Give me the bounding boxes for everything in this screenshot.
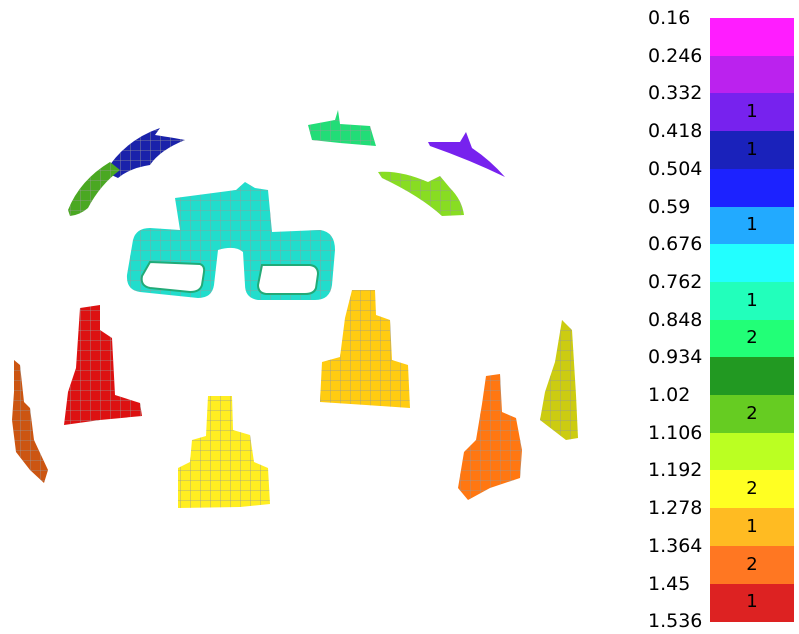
legend-tick-label: 0.762 bbox=[648, 270, 703, 293]
mesh-patch-olive bbox=[540, 320, 578, 440]
legend-color-band bbox=[710, 168, 794, 207]
legend-color-band bbox=[710, 508, 794, 547]
legend-color-band bbox=[710, 470, 794, 509]
legend-tick-label: 1.364 bbox=[648, 534, 703, 557]
legend-band-count: 2 bbox=[746, 553, 758, 575]
legend-color-band bbox=[710, 432, 794, 471]
legend-tick-label: 0.246 bbox=[648, 44, 703, 67]
mesh-patch-gold bbox=[320, 290, 410, 408]
mesh-patch-blue-upper-left bbox=[105, 128, 185, 178]
legend-color-band bbox=[710, 583, 794, 622]
legend-band-count: 1 bbox=[746, 289, 758, 311]
legend-color-band bbox=[710, 244, 794, 283]
legend-color-band bbox=[710, 357, 794, 396]
mesh-patch-purple-right bbox=[428, 132, 505, 177]
legend-band-count: 1 bbox=[746, 101, 758, 123]
legend-color-band bbox=[710, 281, 794, 321]
legend-color-band bbox=[710, 545, 794, 584]
legend-band-count: 1 bbox=[746, 214, 758, 236]
mesh-scene bbox=[12, 110, 578, 508]
legend-tick-label: 1.106 bbox=[648, 421, 703, 444]
legend-band-count: 1 bbox=[746, 591, 758, 613]
legend-tick-label: 0.848 bbox=[648, 308, 703, 331]
legend-color-band bbox=[710, 319, 794, 358]
legend-tick-label: 0.16 bbox=[648, 7, 691, 29]
legend-color-band bbox=[710, 18, 794, 57]
legend-tick-label: 0.504 bbox=[648, 157, 703, 180]
legend-color-band bbox=[710, 93, 794, 132]
legend-tick-label: 0.934 bbox=[648, 346, 703, 369]
legend-color-band bbox=[710, 395, 794, 434]
mesh-patch-orange bbox=[458, 374, 522, 500]
legend-color-band bbox=[710, 55, 794, 94]
mesh-glasses-frame bbox=[126, 182, 335, 300]
legend-tick-label: 0.676 bbox=[648, 233, 703, 256]
mesh-patch-lime-right bbox=[378, 171, 464, 216]
mesh-patch-green-top bbox=[308, 110, 376, 146]
legend-color-band bbox=[710, 131, 794, 170]
legend-tick-label: 1.192 bbox=[648, 459, 703, 482]
legend-tick-label: 0.418 bbox=[648, 120, 703, 143]
mesh-patch-yellow bbox=[178, 396, 270, 508]
legend-band-count: 1 bbox=[746, 138, 758, 160]
legend-tick-label: 0.59 bbox=[648, 195, 691, 218]
mesh-patch-brown-left bbox=[12, 360, 48, 483]
legend-tick-label: 1.278 bbox=[648, 497, 703, 520]
legend-color-band bbox=[710, 206, 794, 245]
mesh-patch-green-left bbox=[68, 162, 120, 216]
legend-band-count: 2 bbox=[746, 478, 758, 500]
mesh-patch-red bbox=[64, 305, 142, 425]
legend-tick-label: 0.332 bbox=[648, 82, 703, 105]
legend-tick-label: 1.02 bbox=[648, 384, 691, 406]
legend-band-count: 1 bbox=[746, 515, 758, 537]
legend-tick-label: 1.536 bbox=[648, 610, 703, 633]
legend-band-count: 2 bbox=[746, 327, 758, 349]
legend-band-count: 2 bbox=[746, 402, 758, 424]
legend-tick-label: 1.45 bbox=[648, 572, 691, 595]
